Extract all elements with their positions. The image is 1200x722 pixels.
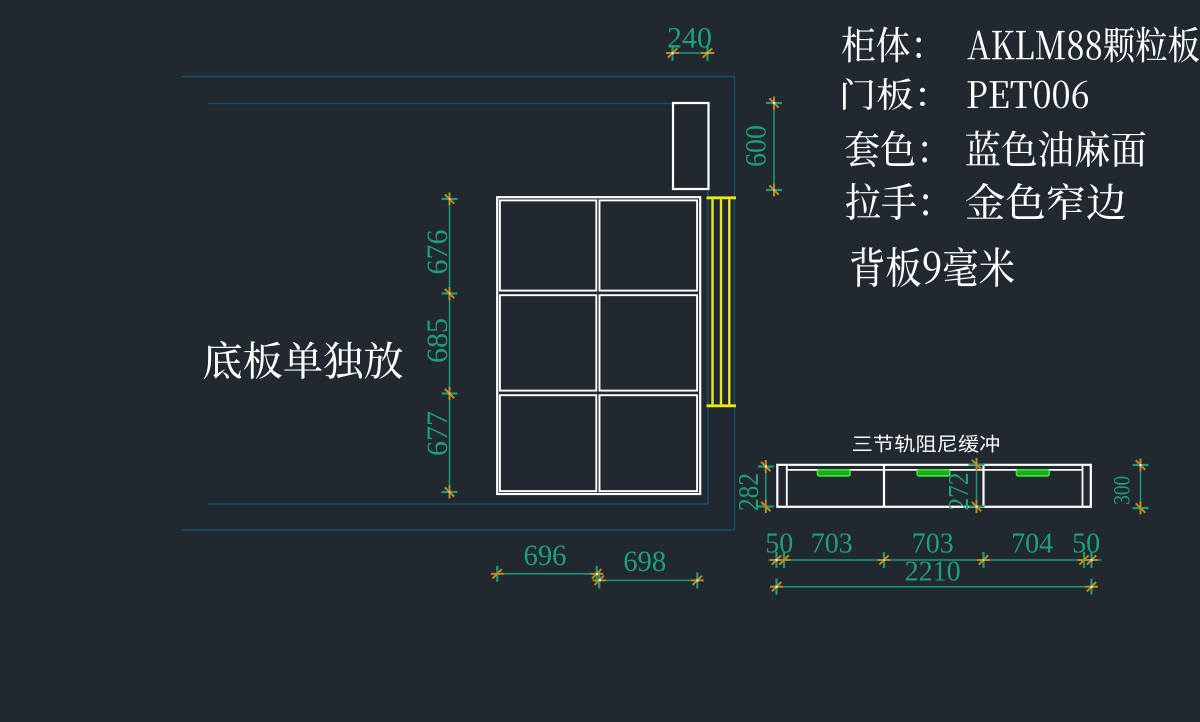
svg-text:696: 696 xyxy=(524,539,567,572)
svg-text:676: 676 xyxy=(421,230,454,275)
svg-text:677: 677 xyxy=(421,411,454,456)
svg-text:600: 600 xyxy=(740,125,773,167)
svg-text:50: 50 xyxy=(1072,529,1100,560)
svg-text:698: 698 xyxy=(623,545,666,578)
svg-text:703: 703 xyxy=(811,529,853,560)
svg-text:704: 704 xyxy=(1011,529,1053,560)
svg-text:703: 703 xyxy=(912,529,954,560)
svg-text:282: 282 xyxy=(734,473,765,511)
svg-text:685: 685 xyxy=(421,318,454,363)
svg-text:240: 240 xyxy=(667,22,712,55)
svg-text:272: 272 xyxy=(944,473,975,511)
svg-text:300: 300 xyxy=(1110,476,1135,505)
svg-text:2210: 2210 xyxy=(905,557,961,588)
svg-text:50: 50 xyxy=(765,529,793,560)
